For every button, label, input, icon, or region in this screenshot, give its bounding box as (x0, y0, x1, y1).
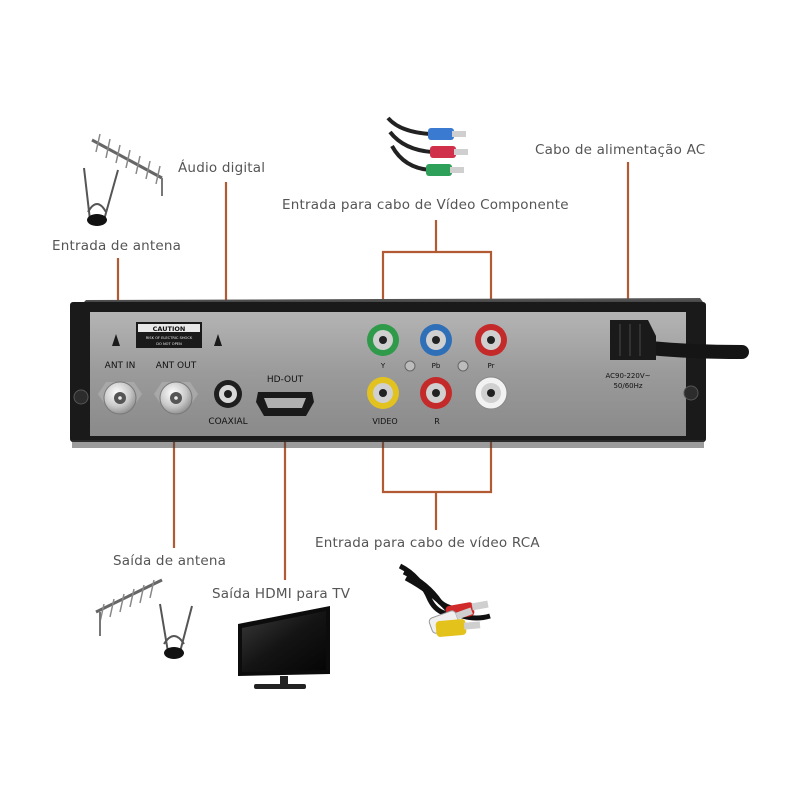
label-entrada-antena: Entrada de antena (52, 238, 182, 254)
ant-out-label: ANT OUT (156, 361, 197, 371)
hd-out-label: HD-OUT (267, 375, 304, 385)
pb-label: Pb (432, 362, 441, 370)
label-video-rca: Entrada para cabo de vídeo RCA (315, 535, 540, 551)
caution-label: CAUTION RISK OF ELECTRIC SHOCK DO NOT OP… (112, 322, 222, 348)
jack-pr-red[interactable] (475, 324, 507, 356)
label-video-componente: Entrada para cabo de Vídeo Componente (282, 197, 569, 213)
jack-y-green[interactable] (367, 324, 399, 356)
coaxial-label: COAXIAL (208, 417, 247, 427)
caution-line-1: RISK OF ELECTRIC SHOCK (146, 336, 193, 340)
ant-in-connector[interactable] (98, 381, 142, 415)
ant-out-connector[interactable] (154, 381, 198, 415)
ac-rating-line-1: AC90-220V~ (605, 372, 650, 380)
rca-cable-icon (398, 563, 491, 637)
tv-icon (238, 606, 330, 689)
coaxial-audio-jack[interactable] (214, 380, 242, 408)
caution-line-2: DO NOT OPEN (156, 342, 182, 346)
ant-in-label: ANT IN (105, 361, 136, 371)
r-label: R (434, 417, 440, 426)
y-label: Y (380, 362, 386, 370)
component-cable-icon (386, 116, 468, 176)
hdmi-port[interactable] (256, 392, 314, 416)
label-alimentacao-ac: Cabo de alimentação AC (535, 142, 706, 158)
antenna-in-icon (83, 133, 163, 226)
jack-pb-blue[interactable] (420, 324, 452, 356)
jack-audio-l-white[interactable] (474, 376, 508, 410)
jack-video-yellow[interactable] (367, 377, 399, 409)
caution-title: CAUTION (153, 325, 186, 333)
antenna-out-icon (95, 578, 193, 659)
video-label: VIDEO (372, 417, 397, 426)
jack-audio-r-red[interactable] (420, 377, 452, 409)
label-saida-antena: Saída de antena (113, 553, 227, 569)
warning-triangle-icon (214, 334, 222, 346)
pr-label: Pr (488, 362, 495, 370)
panel-screw-icon (404, 360, 416, 372)
ac-rating-line-2: 50/60Hz (613, 382, 642, 390)
warning-triangle-icon (112, 334, 120, 346)
ac-power-cord[interactable] (610, 320, 749, 360)
panel-screw-icon (457, 360, 469, 372)
label-saida-hdmi: Saída HDMI para TV (212, 586, 351, 602)
label-audio-digital: Áudio digital (178, 160, 266, 176)
